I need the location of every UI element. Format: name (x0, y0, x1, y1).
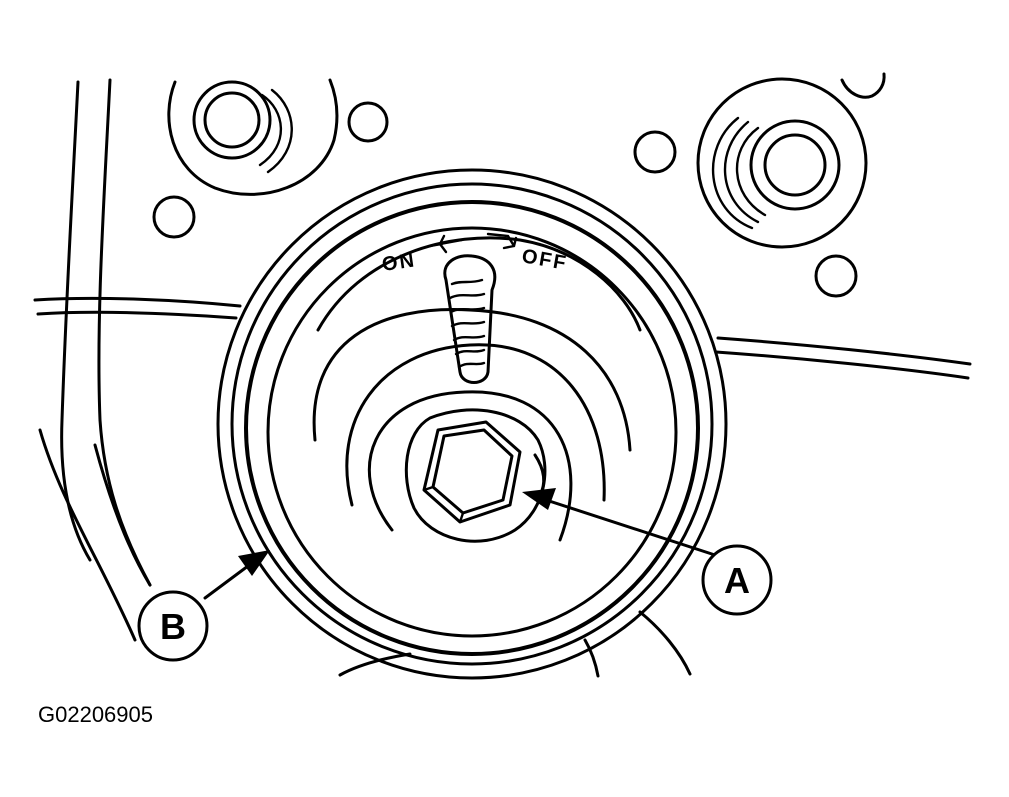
tensioner-pulley (216, 168, 728, 680)
figure-id: G02206905 (38, 702, 153, 727)
upper-right-boss (633, 72, 886, 298)
upper-left-boss (152, 78, 389, 239)
arrow-on-icon (428, 234, 464, 254)
arrow-off-icon (486, 232, 518, 250)
hex-bolt (404, 408, 547, 543)
callout-a-label: A (724, 560, 750, 601)
housing-outline (33, 78, 972, 678)
leader-lines (203, 488, 720, 600)
callout-a: A (701, 544, 773, 616)
dial-markings: ON OFF (381, 232, 569, 276)
arrowhead-a-icon (522, 488, 556, 510)
indicator-slot (443, 254, 497, 384)
dial-on-label: ON (381, 249, 418, 276)
callout-b: B (137, 590, 209, 662)
callout-b-label: B (160, 606, 186, 647)
arrowhead-b-icon (238, 550, 270, 576)
